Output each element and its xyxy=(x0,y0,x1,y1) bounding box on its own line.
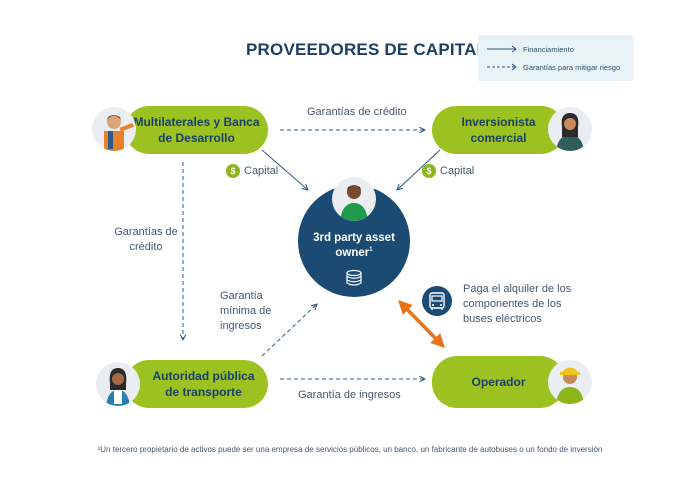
node-asset-owner-text: 3rd party asset owner1 xyxy=(298,231,410,261)
capital-right-text: Capital xyxy=(440,165,475,177)
dashed-arrow-icon xyxy=(487,63,517,71)
footnote-mark: 1 xyxy=(369,247,373,254)
legend-guarantees-label: Garantías para mitigar riesgo xyxy=(523,62,621,72)
capital-left-text: Capital xyxy=(244,165,279,177)
node-asset-owner-label: 3rd party asset owner xyxy=(313,232,395,259)
legend-guarantees: Garantías para mitigar riesgo xyxy=(486,61,620,73)
bus-icon xyxy=(422,286,452,316)
arrow-capital-left xyxy=(261,149,308,190)
avatar-autoridad xyxy=(96,362,140,406)
node-inversionista: Inversionista comercial xyxy=(432,106,565,154)
garantias-credito-left-label: Garantías de crédito xyxy=(114,226,178,253)
paga-alquiler-label: Paga el alquiler de los componentes de l… xyxy=(463,283,572,325)
capital-left-label: $ Capital xyxy=(226,164,278,179)
node-inversionista-label: Inversionista comercial xyxy=(461,114,536,145)
garantia-ingresos-label: Garantía de ingresos xyxy=(298,389,401,401)
garantias-credito-top-label: Garantías de crédito xyxy=(307,106,407,118)
capital-right-label: $ Capital xyxy=(422,164,474,179)
legend-financing: Financiamiento xyxy=(486,43,574,55)
legend-financing-label: Financiamiento xyxy=(523,44,574,54)
dollar-coin-icon: $ xyxy=(422,164,436,179)
avatar-asset-owner xyxy=(332,177,376,221)
avatar-inversionista xyxy=(548,107,592,151)
arrow-paga-alquiler xyxy=(398,299,445,349)
coin-stack-icon xyxy=(346,269,362,286)
node-multilaterales: Multilaterales y Banca de Desarrollo xyxy=(125,106,268,154)
dollar-coin-icon: $ xyxy=(226,164,240,179)
legend: Financiamiento Garantías para mitigar ri… xyxy=(478,35,633,81)
footnote: ¹Un tercero propietario de activos puede… xyxy=(97,445,603,454)
garantia-minima-label: Garantía mínima de ingresos xyxy=(220,290,272,332)
node-operador: Operador xyxy=(432,356,565,408)
page-title: PROVEEDORES DE CAPITAL xyxy=(246,40,488,59)
solid-arrow-icon xyxy=(487,45,517,53)
arrow-garantia-minima xyxy=(261,304,317,357)
node-operador-label: Operador xyxy=(471,374,526,389)
node-multilaterales-label: Multilaterales y Banca de Desarrollo xyxy=(133,114,260,145)
arrow-capital-right xyxy=(397,149,441,190)
node-autoridad-label: Autoridad pública de transporte xyxy=(152,368,255,399)
node-autoridad: Autoridad pública de transporte xyxy=(125,360,268,408)
avatar-operador xyxy=(548,360,592,404)
avatar-multilaterales xyxy=(92,107,136,151)
